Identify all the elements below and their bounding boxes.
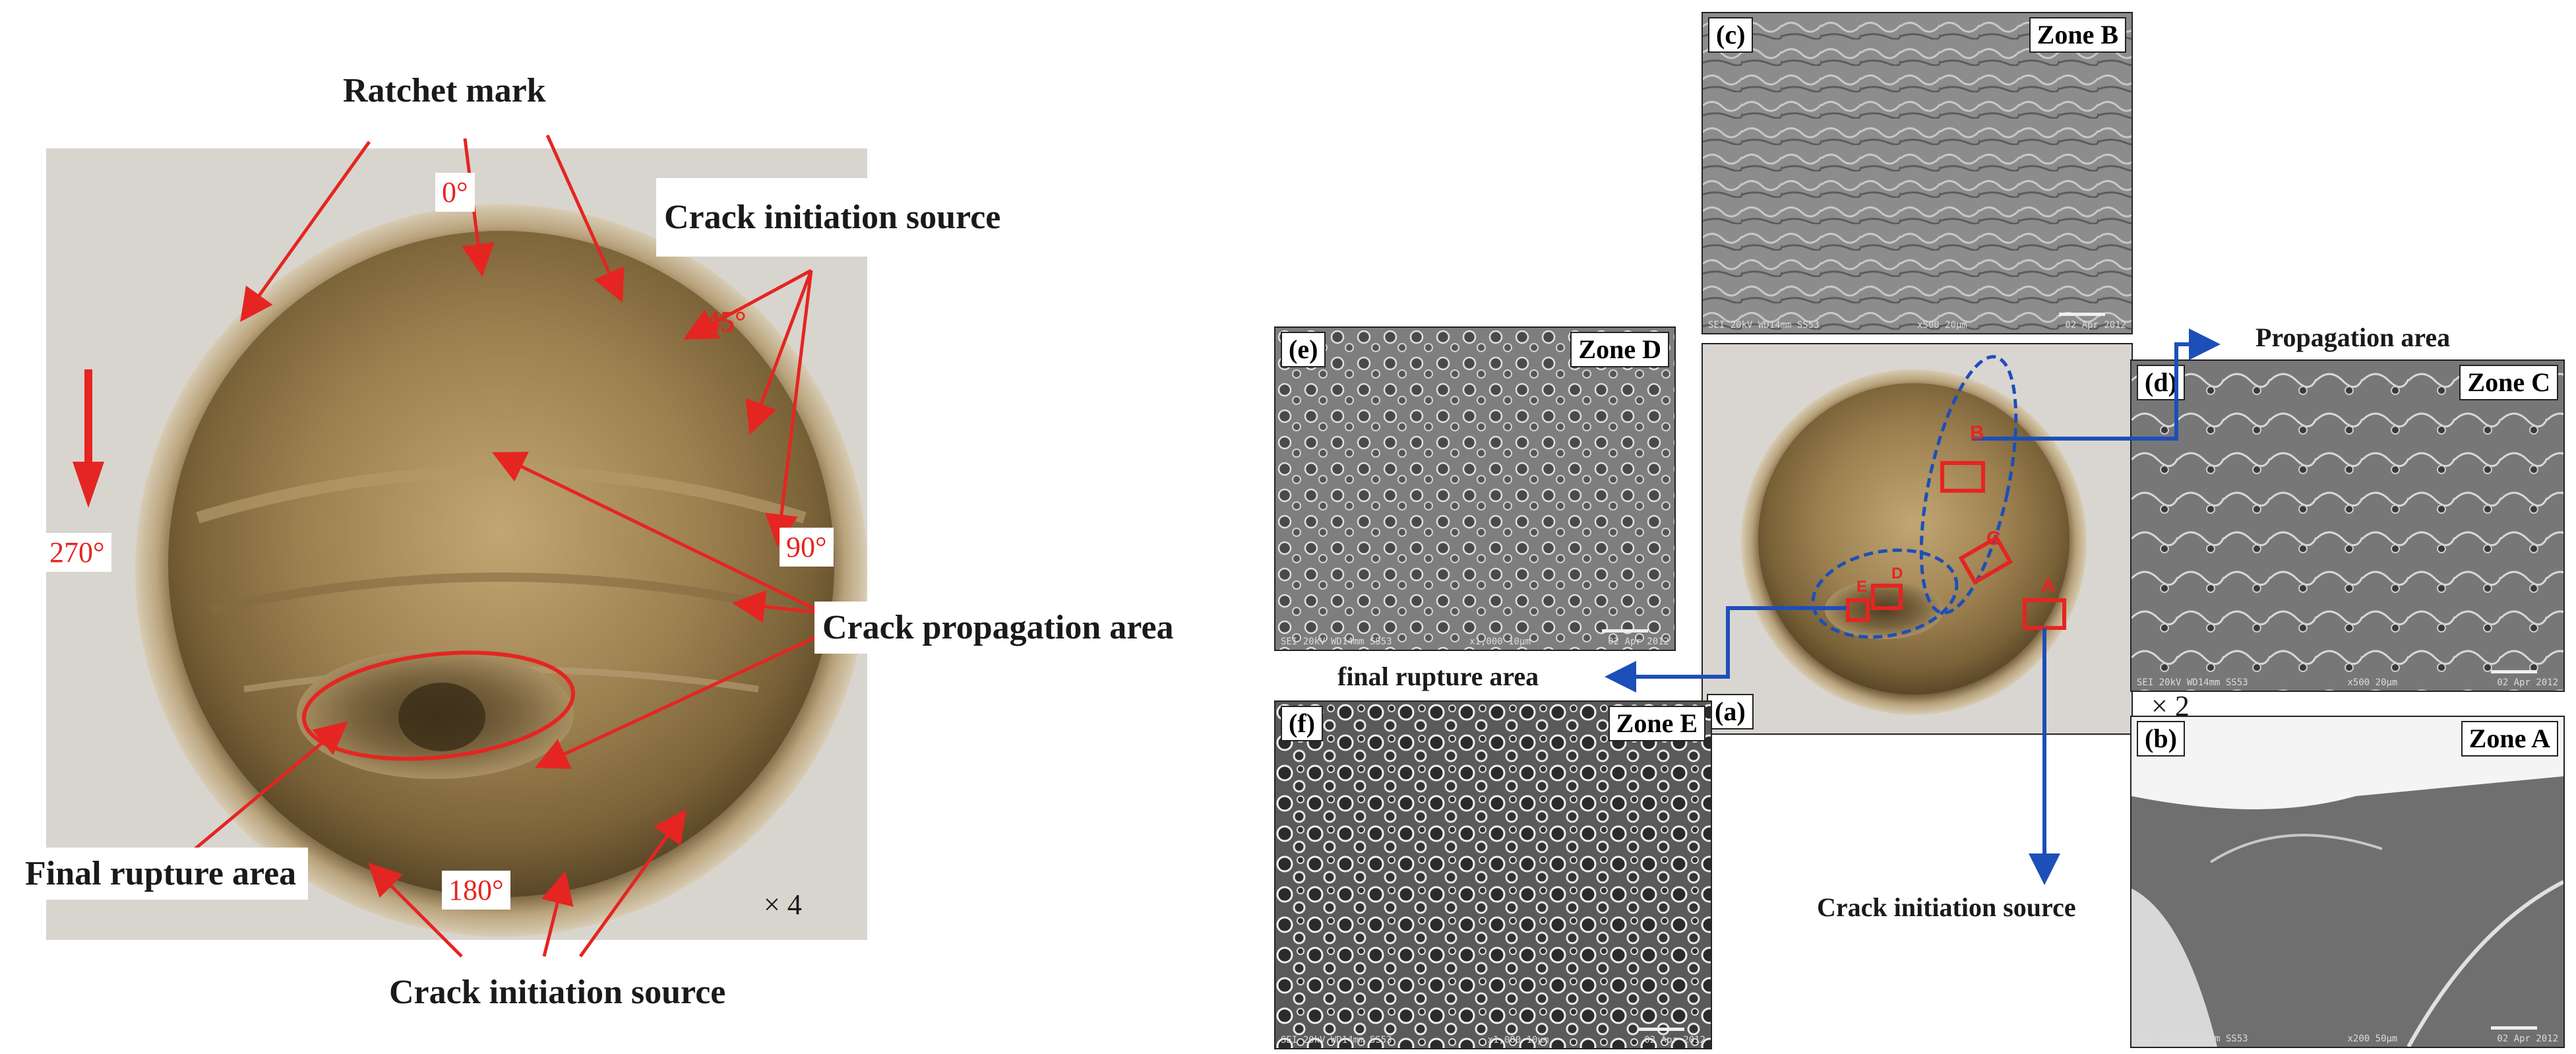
panel-tag-b: (b): [2137, 721, 2185, 757]
panel-tag-c: (c): [1708, 17, 1754, 53]
left-270-direction-arrow: [73, 369, 104, 508]
marker-a-letter: A: [2041, 575, 2056, 597]
crack-initiation-source-bottom-label: Crack initiation source: [389, 974, 726, 1011]
scale-bar: [2491, 670, 2537, 673]
panel-tag-f: (f): [1281, 706, 1323, 741]
marker-e-letter: E: [1856, 578, 1868, 596]
rupture-zone-ellipse: [1811, 548, 1959, 639]
scale-bar: [1638, 1028, 1684, 1031]
sem-zone-b-image: [1703, 13, 2131, 333]
panel-tag-a: (a): [1707, 694, 1754, 729]
angle-180-label: 180°: [442, 871, 510, 910]
propagation-zone-ellipse: [1919, 355, 2018, 615]
angle-0-label: 0°: [435, 173, 475, 212]
left-magnification-label: × 4: [764, 888, 802, 921]
scale-bar: [2491, 1026, 2537, 1030]
marker-c-letter: C: [1986, 528, 2001, 549]
angle-90-label: 90°: [780, 528, 834, 567]
zone-e-label: Zone E: [1608, 706, 1705, 741]
zone-b-label: Zone B: [2029, 17, 2126, 53]
panel-tag-e: (e): [1281, 332, 1326, 367]
crack-initiation-source-top-label: Crack initiation source: [656, 178, 1009, 257]
propagation-area-label: Propagation area: [2255, 323, 2451, 352]
ratchet-mark-label: Ratchet mark: [343, 72, 546, 109]
scale-bar: [1602, 629, 1648, 633]
final-rupture-area-label: Final rupture area: [12, 848, 309, 900]
sem-zone-c-image: [2131, 361, 2563, 691]
sem-zone-d-image: [1275, 328, 1674, 650]
marker-box-c: [1958, 535, 2013, 585]
propagation-area-arrow: [1972, 328, 2221, 441]
scale-bar: [2059, 313, 2105, 316]
center-specimen-panel: (a): [1702, 343, 2133, 735]
zone-a-label: Zone A: [2461, 721, 2558, 757]
marker-d-letter: D: [1891, 565, 1903, 582]
left-annotation-arrows: [73, 134, 826, 958]
marker-box-b: [1940, 461, 1985, 493]
crack-propagation-area-label: Crack propagation area: [814, 602, 1182, 654]
center-specimen-drawing: [1703, 344, 2131, 733]
zone-d-label: Zone D: [1570, 332, 1669, 367]
zone-c-label: Zone C: [2459, 365, 2558, 400]
crack-initiation-source-right-label: Crack initiation source: [1817, 892, 2076, 922]
marker-b-letter: B: [1970, 422, 1984, 444]
marker-box-a: [2023, 598, 2066, 630]
sem-zone-a-image: [2131, 717, 2563, 1047]
final-rupture-arrow: [1605, 606, 1847, 693]
angle-270-label: 270°: [43, 533, 111, 572]
final-rupture-area-small-label: final rupture area: [1337, 662, 1539, 691]
sem-zone-e-image: [1275, 702, 1711, 1048]
marker-box-e: [1846, 598, 1870, 622]
marker-box-d: [1871, 584, 1903, 610]
angle-45-label: 45°: [706, 305, 747, 338]
